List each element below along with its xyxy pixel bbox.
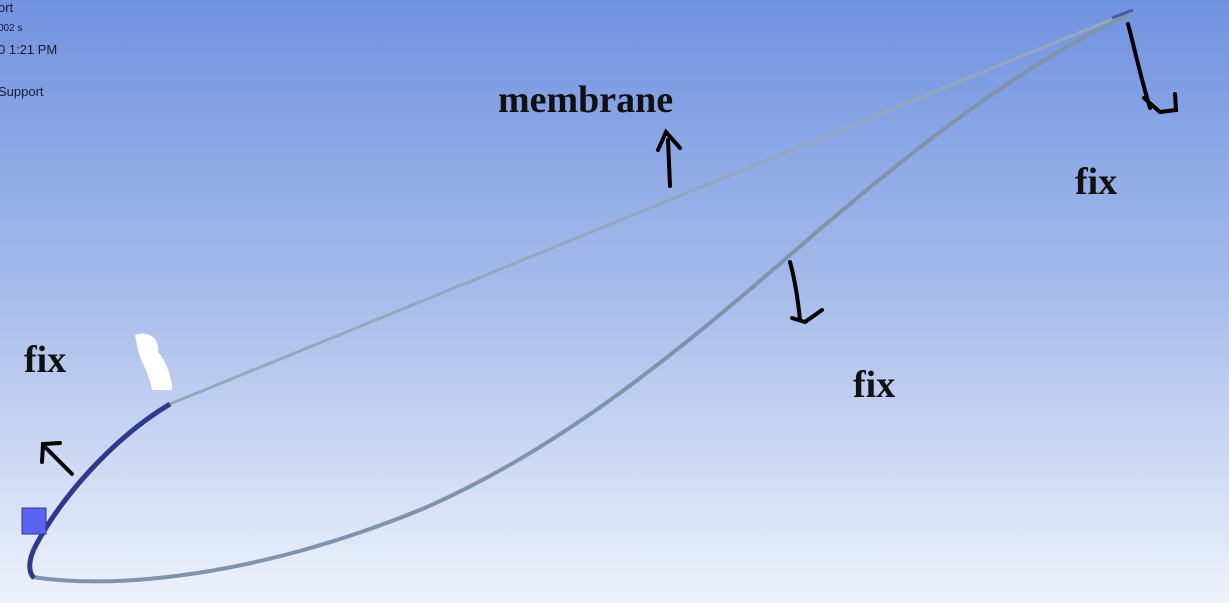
arrow-down-icon: [1126, 22, 1179, 115]
label-membrane: membrane: [498, 79, 674, 121]
arrow-up-left-icon: [40, 441, 74, 476]
label-fix-right: fix: [1075, 161, 1118, 203]
fixed-support-edge[interactable]: [27, 401, 172, 580]
membrane-edge[interactable]: [169, 10, 1131, 406]
label-fix-left: fix: [24, 339, 67, 381]
details-info-panel: ort 002 s 0 1:21 PM Support: [0, 0, 57, 102]
info-line: 002 s: [0, 23, 23, 34]
white-blot: [135, 333, 172, 390]
lower-surface-edge[interactable]: [31, 12, 1131, 584]
arrow-up-icon: [656, 128, 682, 188]
info-line: 0 1:21 PM: [0, 42, 58, 57]
support-marker: [21, 507, 47, 535]
label-fix-middle: fix: [853, 364, 896, 406]
trailing-tip-edge: [1111, 8, 1134, 20]
info-line: ort: [0, 0, 14, 15]
info-line: Support: [0, 84, 44, 99]
arrow-down-icon: [788, 260, 824, 325]
